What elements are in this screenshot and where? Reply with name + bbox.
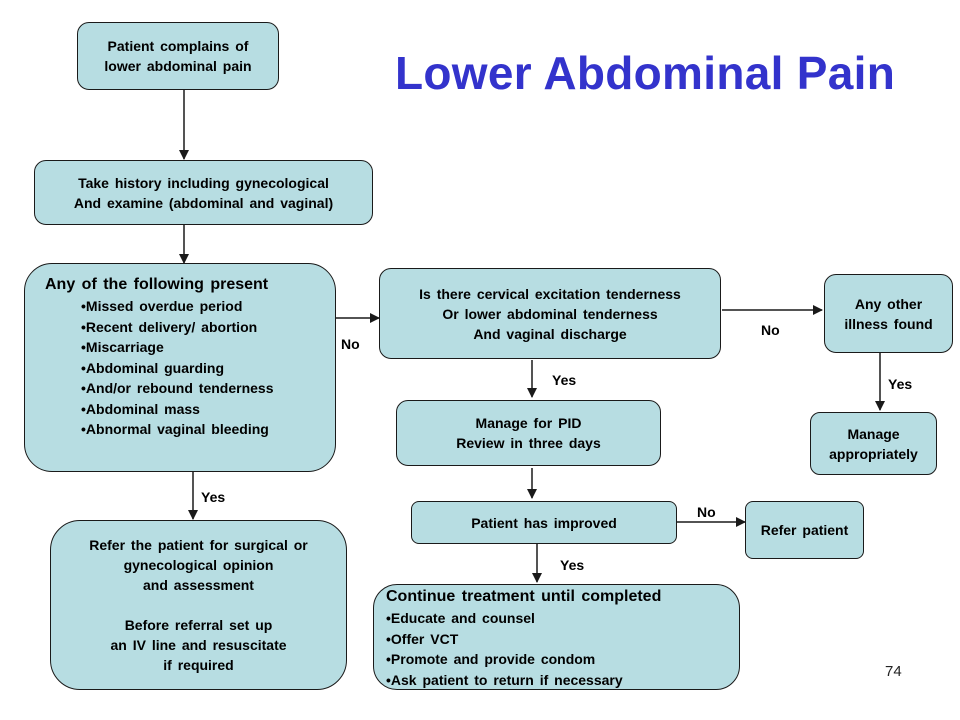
node-criteria: Any of the following present Missed over…	[24, 263, 336, 472]
node-line: if required	[163, 657, 234, 673]
continue-list: Educate and counsel Offer VCT Promote an…	[386, 608, 739, 690]
list-item: Promote and provide condom	[386, 649, 739, 670]
list-item: Abdominal mass	[81, 399, 335, 420]
node-line: Is there cervical excitation tenderness	[419, 285, 681, 302]
criteria-list: Missed overdue period Recent delivery/ a…	[45, 296, 335, 440]
node-line: Patient has improved	[471, 514, 617, 531]
list-item: Abdominal guarding	[81, 358, 335, 379]
node-line: Review in three days	[456, 435, 601, 451]
node-patient-complains: Patient complains of lower abdominal pai…	[77, 22, 279, 90]
node-line: Or lower abdominal tenderness	[442, 305, 658, 322]
node-take-history: Take history including gynecological And…	[34, 160, 373, 225]
edge-label-criteria-no: No	[341, 336, 360, 352]
node-manage-appropriately: Manage appropriately	[810, 412, 937, 475]
edge-label-other-yes: Yes	[888, 376, 913, 392]
node-line: lower abdominal pain	[104, 58, 252, 74]
list-item: Miscarriage	[81, 337, 335, 358]
list-item: Abnormal vaginal bleeding	[81, 419, 335, 440]
node-line: Refer the patient for surgical or	[89, 537, 308, 553]
list-item: Missed overdue period	[81, 296, 335, 317]
node-patient-improved: Patient has improved	[411, 501, 677, 544]
list-item: Offer VCT	[386, 629, 739, 650]
node-line: Before referral set up	[124, 617, 273, 633]
node-cervical-tenderness: Is there cervical excitation tenderness …	[379, 268, 721, 359]
node-manage-pid: Manage for PID Review in three days	[396, 400, 661, 466]
node-line: Take history including gynecological	[78, 174, 329, 191]
node-line: And vaginal discharge	[473, 325, 627, 342]
list-item: Ask patient to return if necessary	[386, 670, 739, 691]
node-line: and assessment	[143, 577, 254, 593]
node-line: Refer patient	[760, 522, 849, 538]
node-line: an IV line and resuscitate	[110, 637, 287, 653]
node-line: Any other	[854, 295, 923, 312]
node-refer-surgical: Refer the patient for surgical or gyneco…	[50, 520, 347, 690]
list-item: And/or rebound tenderness	[81, 378, 335, 399]
edge-label-improved-yes: Yes	[560, 557, 585, 573]
node-line: Manage	[847, 425, 900, 442]
page-title: Lower Abdominal Pain	[395, 47, 896, 99]
node-line: Patient complains of	[107, 38, 249, 54]
list-item: Educate and counsel	[386, 608, 739, 629]
node-refer-patient: Refer patient	[745, 501, 864, 559]
list-item: Recent delivery/ abortion	[81, 317, 335, 338]
edge-label-cervical-no: No	[761, 322, 780, 338]
edge-label-criteria-yes: Yes	[201, 489, 226, 505]
continue-heading: Continue treatment until completed	[386, 588, 662, 605]
node-other-illness: Any other illness found	[824, 274, 953, 353]
node-line: gynecological opinion	[123, 557, 274, 573]
page-number: 74	[885, 663, 902, 680]
node-line: illness found	[844, 315, 933, 332]
edge-label-cervical-yes: Yes	[552, 372, 577, 388]
node-line: appropriately	[829, 445, 918, 462]
node-line: And examine (abdominal and vaginal)	[73, 194, 334, 211]
node-line: Manage for PID	[475, 415, 582, 431]
criteria-heading: Any of the following present	[45, 276, 269, 293]
edge-label-improved-no: No	[697, 504, 716, 520]
node-continue-treatment: Continue treatment until completed Educa…	[373, 584, 740, 690]
